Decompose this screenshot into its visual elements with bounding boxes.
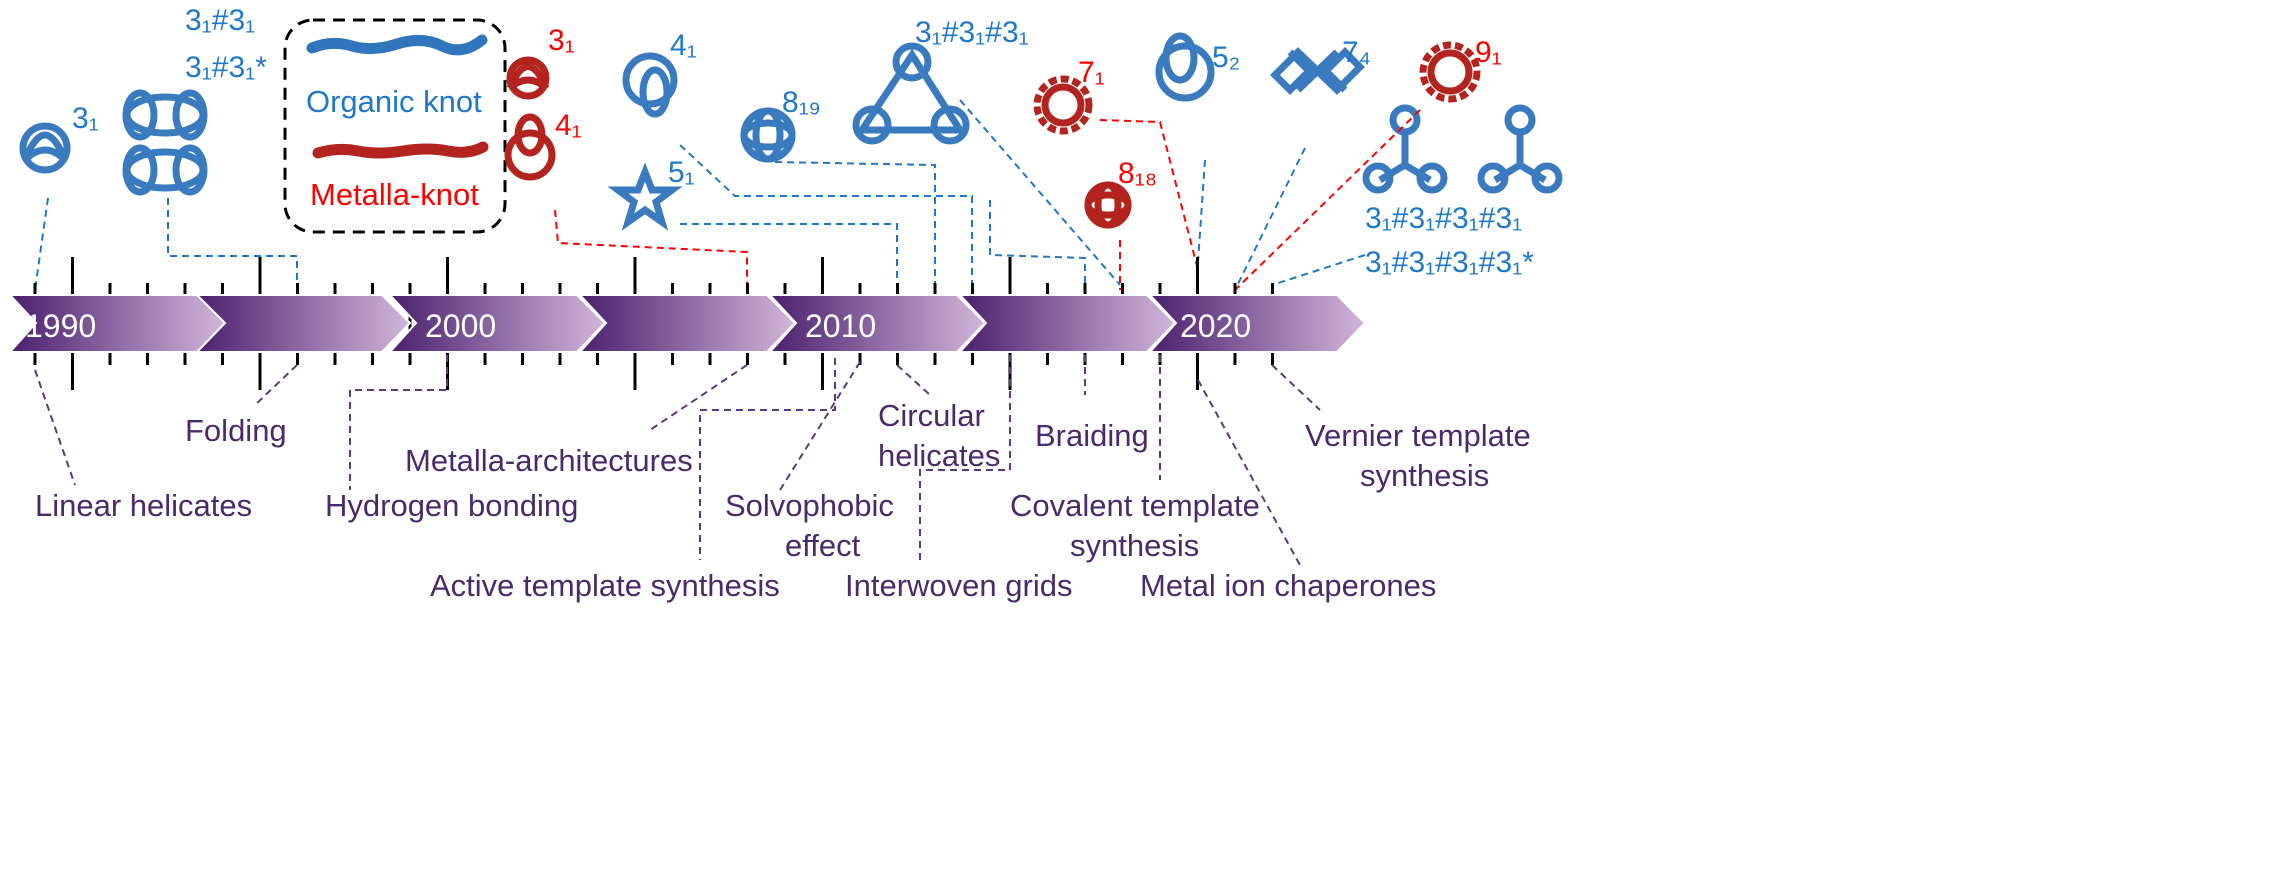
organic-tube-icon (306, 34, 488, 56)
knot-label: 3₁ (548, 24, 575, 57)
label-circular: Circular (878, 398, 985, 433)
label-linear-helicates: Linear helicates (35, 488, 252, 523)
knot-label: 3₁#3₁#3₁#3₁ (1365, 202, 1522, 235)
knot-label: 3₁#3₁ (185, 4, 255, 37)
knot-313131-organic-icon (852, 42, 970, 145)
legend-metalla: Metalla-knot (310, 177, 479, 212)
label-braiding: Braiding (1035, 418, 1149, 453)
timeline-chevron-segment (957, 294, 1177, 353)
knot-818-metalla-icon (1084, 181, 1132, 229)
legend-border (283, 18, 507, 234)
knot-label: 3₁#3₁* (185, 51, 267, 84)
timeline-chevron-segment (387, 294, 607, 353)
label-metal-ion-chaperones: Metal ion chaperones (1140, 568, 1436, 603)
label-interwoven-grids: Interwoven grids (845, 568, 1072, 603)
label-circular-helicates: helicates (878, 438, 1000, 473)
knot-label: 8₁₉ (782, 86, 821, 119)
knot-41-organic-icon (622, 52, 678, 118)
knot-label: 4₁ (670, 29, 697, 62)
label-vernier-template: Vernier template (1305, 418, 1531, 453)
year-label: 1990 (25, 308, 96, 344)
knot-label: 3₁#3₁#3₁ (915, 16, 1029, 49)
knot-label: 4₁ (555, 109, 582, 142)
bottom-connectors (34, 355, 1321, 566)
year-label: 2020 (1180, 308, 1251, 344)
knot-52-organic-icon (1155, 32, 1215, 102)
legend-organic: Organic knot (306, 84, 482, 119)
knot-91-metalla-icon (1419, 41, 1481, 103)
top-connectors (34, 99, 1421, 291)
label-vernier-synthesis: synthesis (1360, 458, 1489, 493)
label-hydrogen-bonding: Hydrogen bonding (325, 488, 578, 523)
knot-74-organic-icon (1270, 47, 1365, 95)
knot-label: 7₁ (1078, 56, 1105, 89)
label-folding: Folding (185, 413, 287, 448)
knot-label: 3₁#3₁#3₁#3₁* (1365, 246, 1534, 279)
timeline-arrow (7, 294, 1367, 353)
label-solvophobic-effect: effect (785, 528, 861, 563)
timeline-chevron-segment (7, 294, 227, 353)
knot-41-metalla-icon (504, 113, 556, 181)
knot-51-organic-icon (607, 162, 683, 231)
label-metalla-architectures: Metalla-architectures (405, 443, 693, 478)
label-solvophobic: Solvophobic (725, 488, 894, 523)
year-label: 2010 (805, 308, 876, 344)
knot-819-organic-icon (740, 107, 796, 163)
knot-label: 7₄ (1342, 36, 1371, 69)
knot-label: 9₁ (1475, 36, 1502, 69)
metalla-tube-icon (312, 141, 489, 159)
label-covalent-synthesis: synthesis (1070, 528, 1199, 563)
timeline-chevron-segment (767, 294, 987, 353)
knot-31-metalla-icon (506, 56, 550, 100)
timeline-chevron-segment (577, 294, 797, 353)
knot-31-organic-icon (19, 122, 71, 174)
timeline-chevron-segment (192, 294, 412, 353)
knot-label: 5₂ (1212, 41, 1240, 74)
label-covalent-template: Covalent template (1010, 488, 1260, 523)
knot-31x4-organic-icon (1362, 104, 1563, 194)
knot-71-metalla-icon (1033, 75, 1093, 135)
knot-label: 3₁ (72, 102, 99, 135)
legend: Organic knot Metalla-knot (283, 18, 507, 234)
knot-label: 5₁ (668, 156, 695, 189)
label-active-template: Active template synthesis (430, 568, 780, 603)
year-label: 2000 (425, 308, 496, 344)
knot-3131-organic-icon (122, 89, 208, 196)
knot-label: 8₁₈ (1118, 157, 1157, 190)
